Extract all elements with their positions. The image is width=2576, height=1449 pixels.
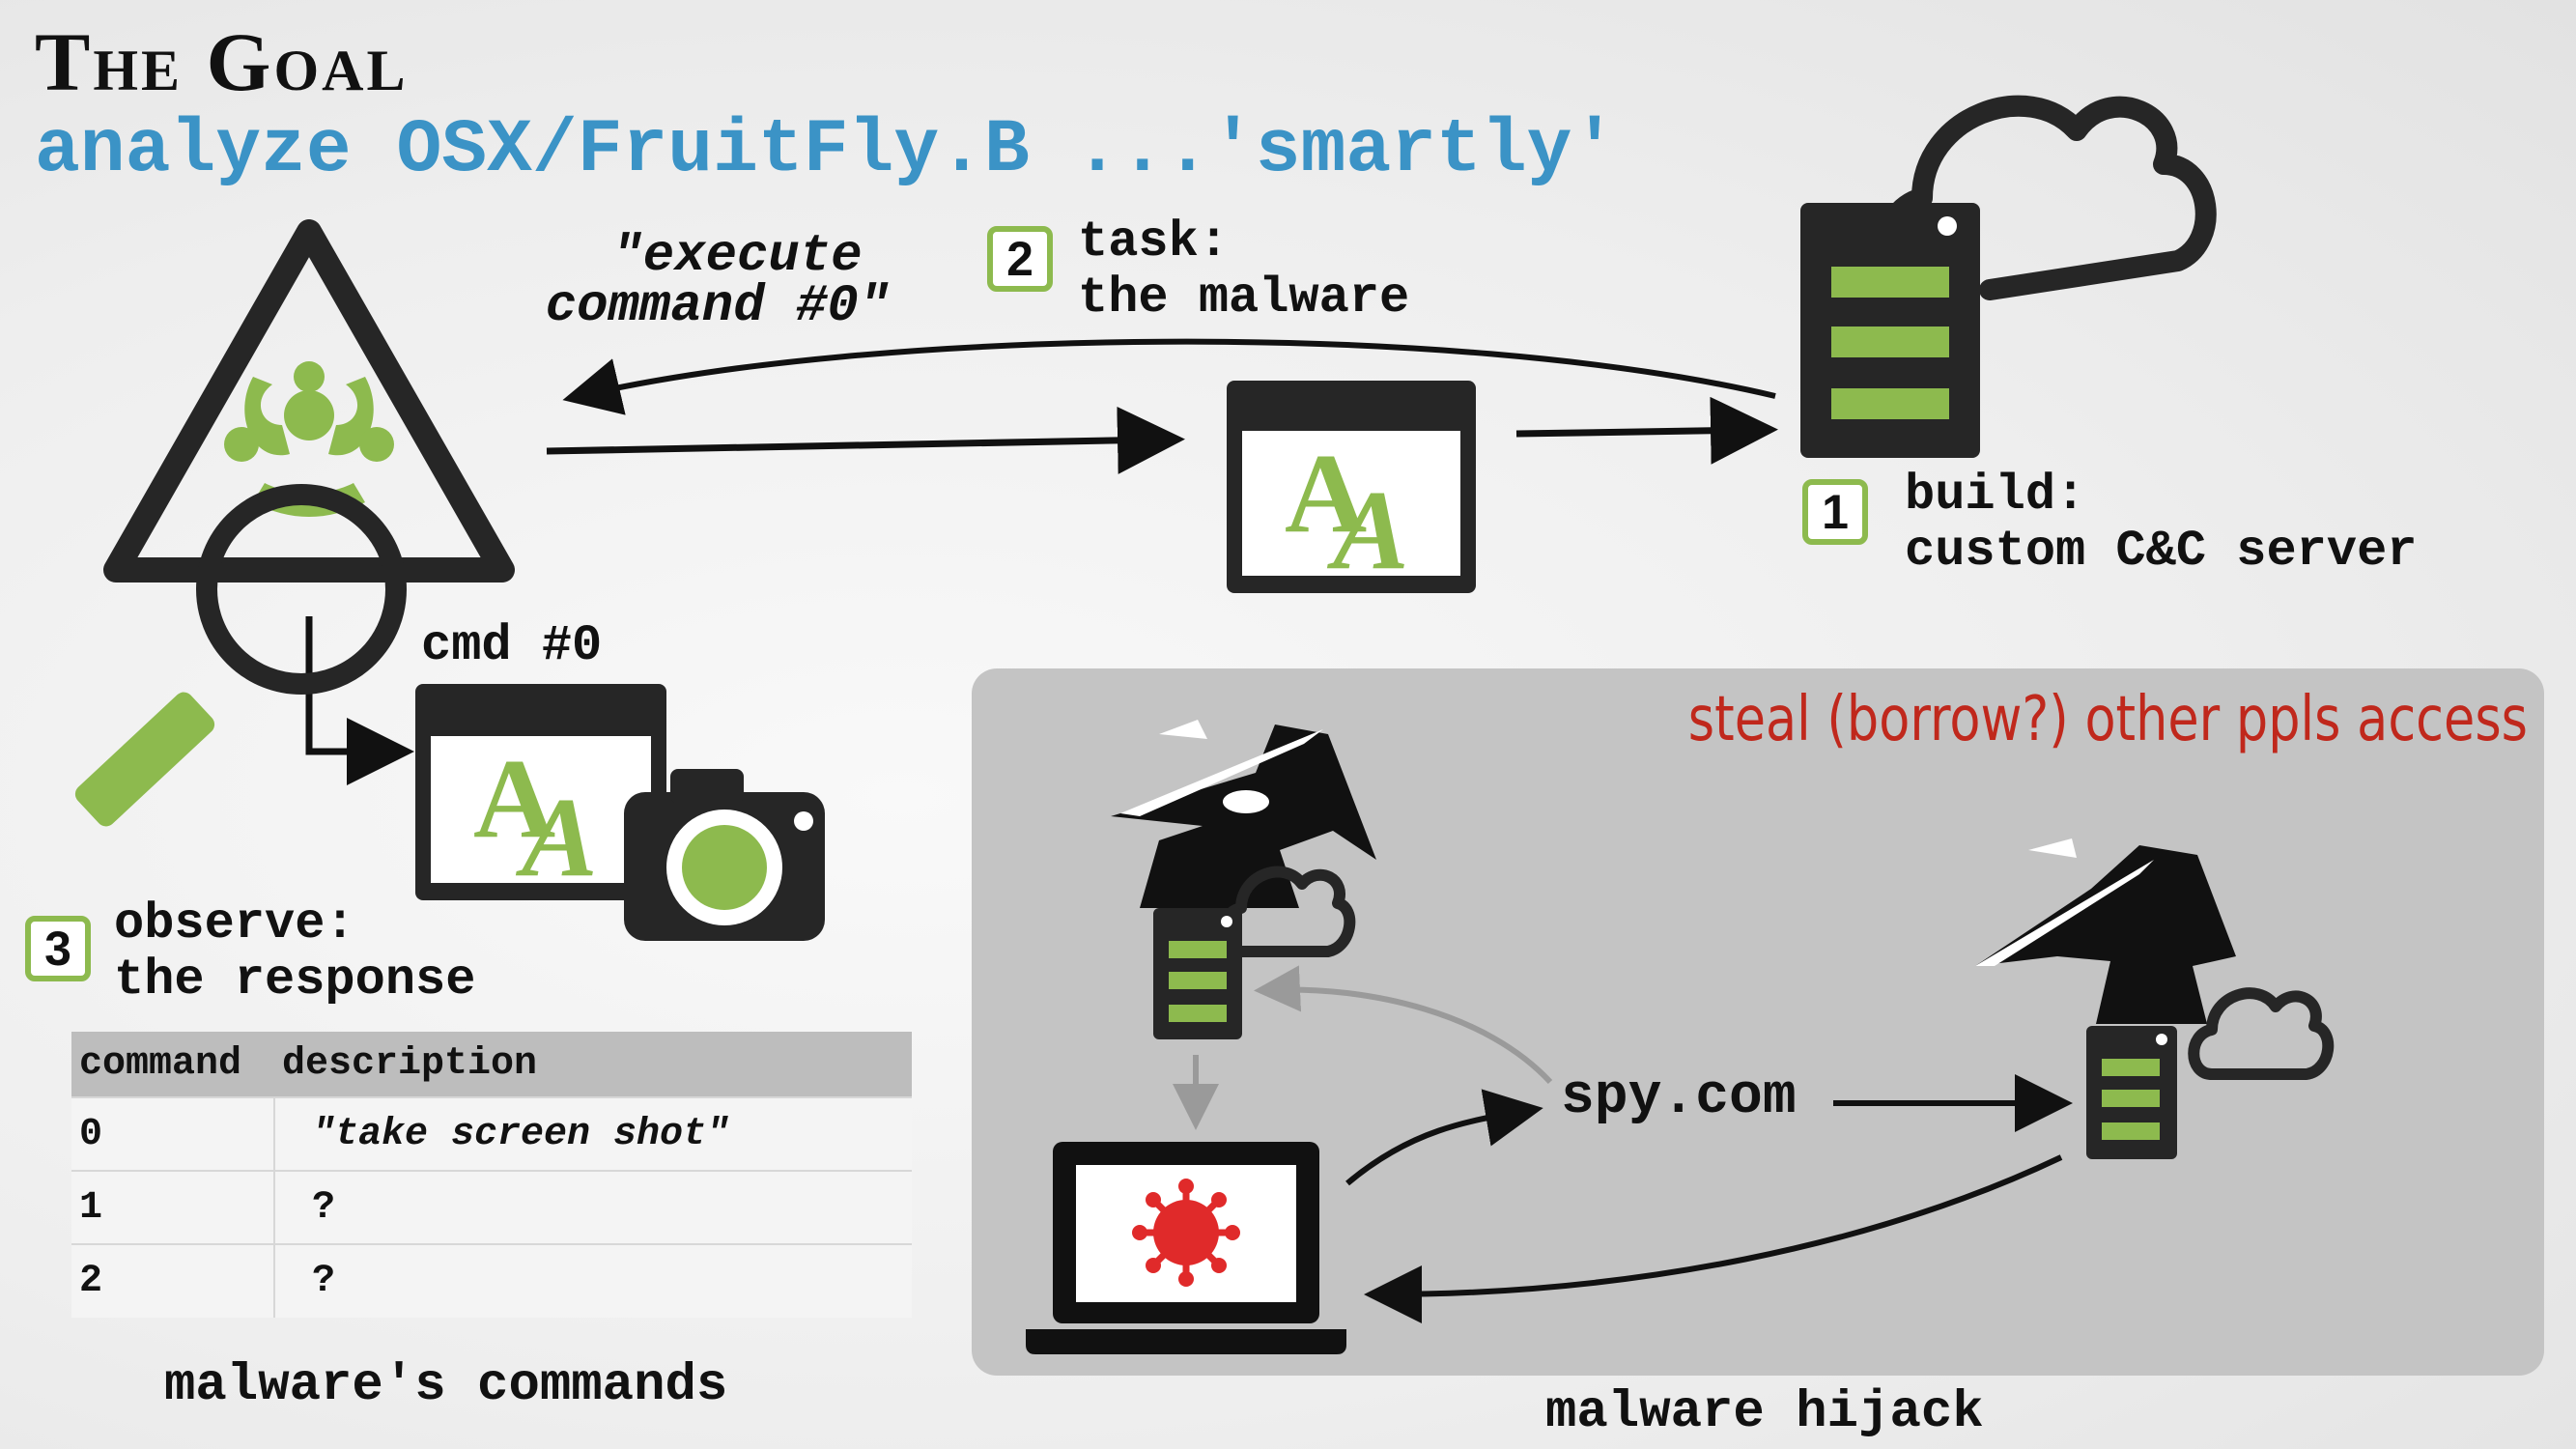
arrow-malware-to-app bbox=[547, 440, 1165, 451]
hijack-tagline: steal (borrow?) other ppls access bbox=[1688, 684, 2528, 755]
svg-text:A: A bbox=[1326, 467, 1409, 593]
step3-label: observe: the response bbox=[114, 896, 475, 1009]
table-row: 1 ? bbox=[71, 1171, 912, 1244]
spy-domain-label: spy.com bbox=[1561, 1066, 1797, 1129]
table-header-row: command description bbox=[71, 1032, 912, 1097]
commands-table: command description 0 "take screen shot"… bbox=[71, 1032, 912, 1318]
execute-command-quote: "execute command #0" bbox=[510, 232, 925, 332]
table-cell-command: 2 bbox=[71, 1244, 274, 1318]
commands-caption: malware's commands bbox=[164, 1356, 727, 1415]
table-header-description: description bbox=[274, 1032, 912, 1097]
table-cell-description: "take screen shot" bbox=[274, 1097, 912, 1171]
step1-label: build: custom C&C server bbox=[1905, 468, 2418, 580]
cc-server-icon bbox=[1800, 203, 1980, 458]
cmd-label: cmd #0 bbox=[421, 618, 602, 674]
arrow-server-to-malware bbox=[580, 342, 1775, 396]
table-header-command: command bbox=[71, 1032, 274, 1097]
table-row: 2 ? bbox=[71, 1244, 912, 1318]
server-icon-right bbox=[2086, 1026, 2177, 1159]
app-window-icon: A A bbox=[1227, 381, 1476, 593]
server-icon-left bbox=[1153, 908, 1242, 1039]
table-row: 0 "take screen shot" bbox=[71, 1097, 912, 1171]
slide-subtitle: analyze OSX/FruitFly.B ...'smartly' bbox=[35, 108, 1617, 193]
table-cell-description: ? bbox=[274, 1171, 912, 1244]
slide-title: The Goal bbox=[35, 14, 408, 110]
camera-icon bbox=[624, 769, 825, 941]
svg-text:A: A bbox=[515, 774, 598, 900]
step3-badge: 3 bbox=[25, 916, 91, 981]
execute-quote-line2: command #0" bbox=[510, 282, 925, 332]
step2-label: task: the malware bbox=[1078, 214, 1409, 327]
table-cell-command: 1 bbox=[71, 1171, 274, 1244]
execute-quote-line1: "execute bbox=[510, 232, 925, 282]
arrow-app-to-server bbox=[1516, 430, 1758, 434]
hijack-caption: malware hijack bbox=[1545, 1383, 1984, 1442]
virus-icon bbox=[1132, 1179, 1240, 1287]
step2-badge: 2 bbox=[987, 226, 1053, 292]
table-cell-command: 0 bbox=[71, 1097, 274, 1171]
biohazard-warning-icon bbox=[116, 232, 502, 570]
table-cell-description: ? bbox=[274, 1244, 912, 1318]
step1-badge: 1 bbox=[1802, 479, 1868, 545]
